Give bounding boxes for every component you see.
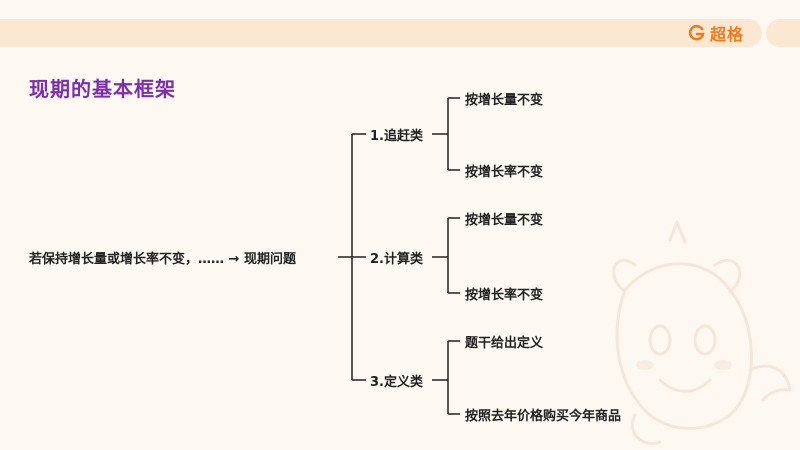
leaf-node: 题干给出定义 bbox=[465, 336, 544, 351]
root-node: 若保持增长量或增长率不变，…… → 现期问题 bbox=[29, 252, 296, 267]
page-title: 现期的基本框架 bbox=[29, 77, 176, 101]
leaf-node: 按增长率不变 bbox=[465, 288, 544, 303]
logo-icon bbox=[688, 24, 705, 41]
brand-logo: 超格 bbox=[688, 22, 744, 44]
branch-label-calculation: 2.计算类 bbox=[370, 252, 423, 267]
mascot-illustration bbox=[612, 220, 792, 445]
leaf-node: 按增长量不变 bbox=[465, 93, 544, 108]
leaf-node: 按增长量不变 bbox=[465, 213, 544, 228]
header-banner bbox=[0, 19, 762, 47]
logo-text: 超格 bbox=[710, 25, 745, 44]
leaf-node: 按增长率不变 bbox=[465, 165, 544, 180]
branch-label-chase: 1.追赶类 bbox=[370, 129, 423, 144]
branch-label-definition: 3.定义类 bbox=[370, 375, 423, 390]
leaf-node: 按照去年价格购买今年商品 bbox=[465, 409, 622, 424]
header-banner-tail bbox=[766, 19, 800, 47]
